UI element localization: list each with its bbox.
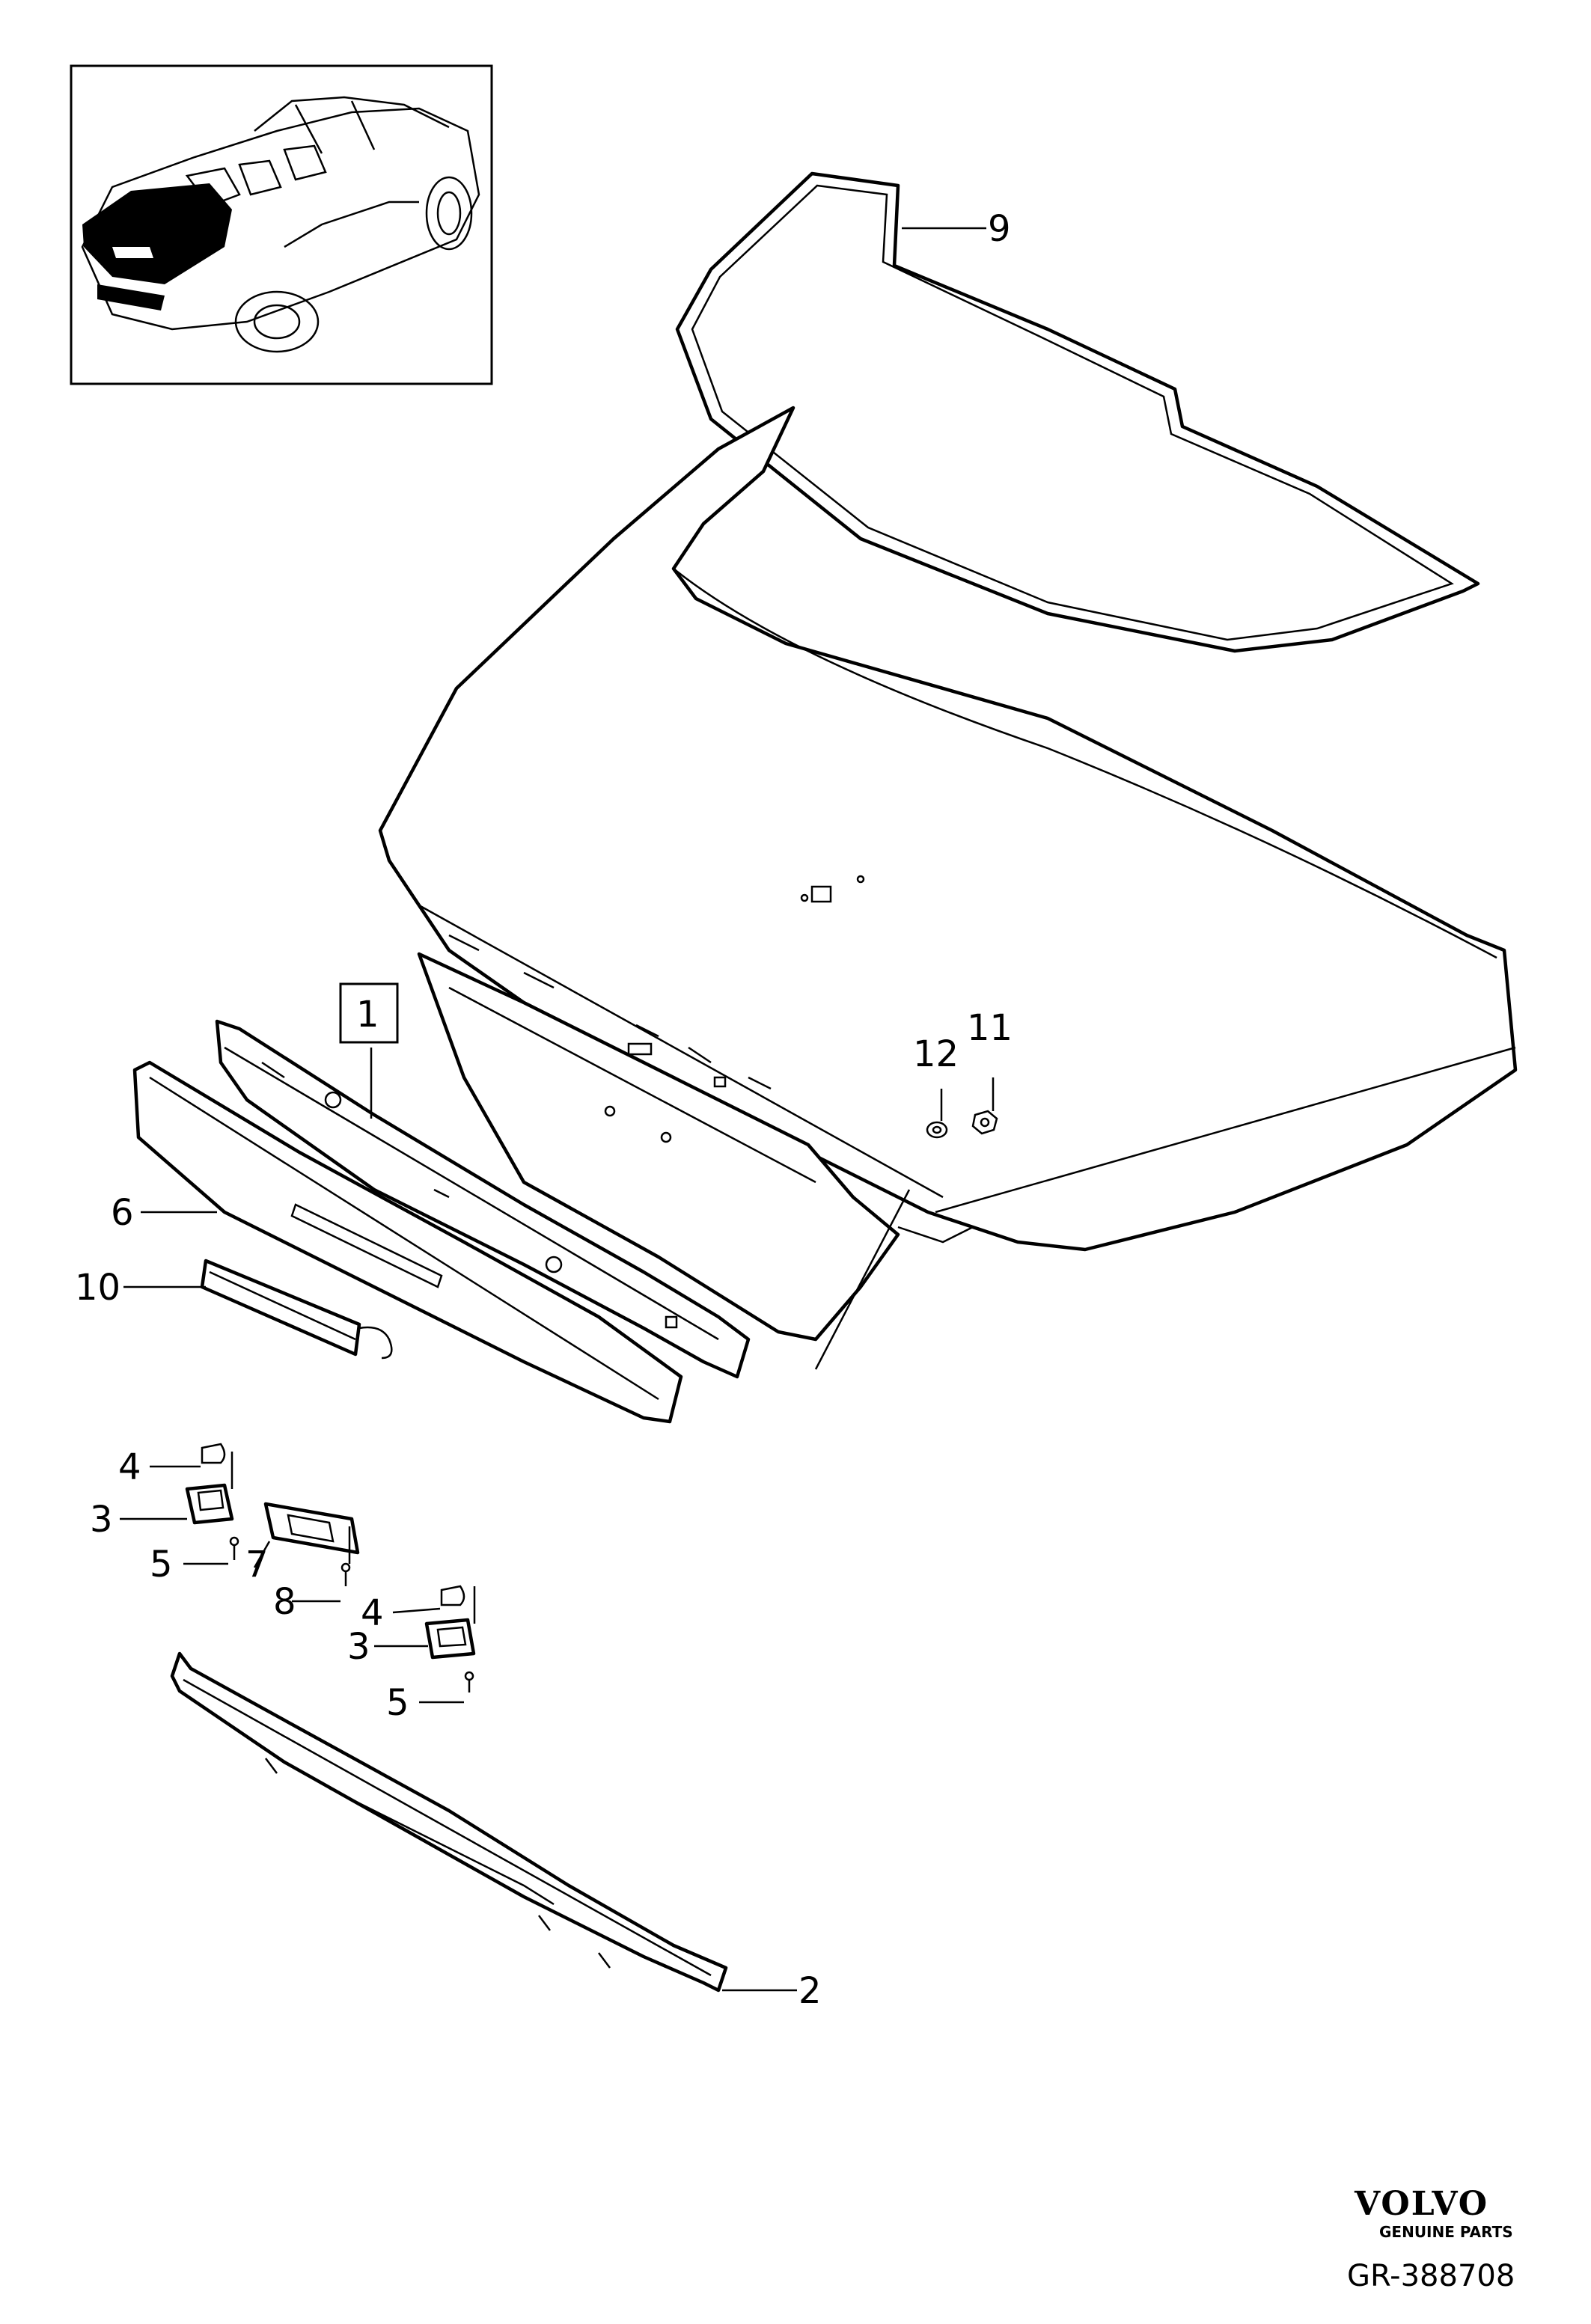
callout-4a: 4	[118, 1446, 141, 1488]
volvo-logo: VOLVO	[1354, 2185, 1488, 2223]
callout-6: 6	[111, 1192, 134, 1234]
callout-2: 2	[798, 1970, 822, 2012]
callout-12: 12	[913, 1033, 959, 1075]
part-9-cover-panel	[675, 171, 1480, 653]
callout-11: 11	[967, 1007, 1013, 1049]
callout-5b: 5	[386, 1682, 409, 1724]
callout-1: 1	[356, 994, 379, 1036]
callout-8: 8	[273, 1581, 296, 1623]
part-8-screw	[341, 1562, 351, 1586]
callout-1-box	[339, 982, 399, 1044]
callout-4b: 4	[361, 1592, 384, 1634]
brand-block: VOLVO GENUINE PARTS GR-388708	[1347, 2185, 1515, 2293]
part-12-grommet	[926, 1121, 948, 1139]
part-6-garnish	[132, 1060, 683, 1424]
part-3-lamp-housing-left	[185, 1483, 234, 1525]
part-4-bulb-right	[440, 1585, 465, 1606]
callout-3a: 3	[90, 1499, 113, 1541]
reference-code: GR-388708	[1347, 2259, 1515, 2293]
callout-7: 7	[245, 1544, 269, 1585]
part-5-screw-left	[229, 1536, 239, 1560]
callout-3b: 3	[347, 1626, 370, 1668]
part-4-bulb-left	[201, 1443, 226, 1464]
genuine-parts-label: GENUINE PARTS	[1379, 2223, 1513, 2241]
callout-9: 9	[988, 208, 1011, 250]
callout-5a: 5	[150, 1544, 173, 1585]
part-10-brake-light	[200, 1259, 393, 1360]
callout-labels: 9 1 6 10 12 11 4 3 5 7 8 4 3 5 2	[75, 208, 1013, 2012]
part-3-lamp-housing-right	[424, 1618, 476, 1660]
leader-lines	[120, 227, 995, 1992]
part-1-bracket	[215, 1019, 751, 1379]
car-overview-inset	[70, 64, 493, 385]
part-5-screw-right	[464, 1671, 474, 1692]
part-11-nut	[971, 1110, 998, 1135]
part-7-plate-lamp	[263, 1502, 360, 1555]
part-2-lower-strip	[170, 1651, 728, 1993]
callout-10: 10	[75, 1267, 120, 1309]
trunk-lid	[378, 406, 1518, 1342]
